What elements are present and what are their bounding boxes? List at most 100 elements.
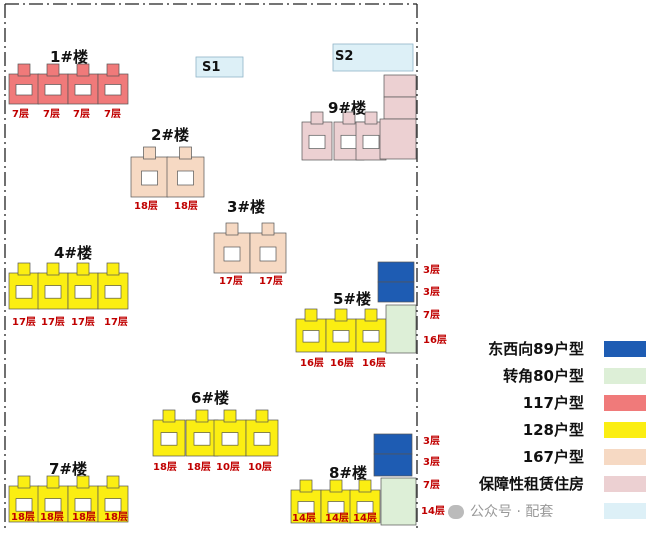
stair-core [223, 409, 237, 423]
floor-label: 3层 [423, 287, 440, 298]
stair-core [342, 111, 356, 125]
legend-swatch [604, 476, 646, 492]
stair-core [76, 63, 90, 77]
unit-notch [44, 285, 62, 299]
wechat-icon [448, 505, 464, 519]
floor-label: 18层 [11, 512, 35, 523]
floor-label: 16层 [330, 358, 354, 369]
unit-notch [15, 285, 33, 299]
plaza-s1 [195, 56, 244, 78]
rental-unit [379, 118, 417, 160]
unit-notch [259, 246, 277, 262]
floor-label: 3层 [423, 265, 440, 276]
stair-core [76, 262, 90, 276]
floor-label: 14层 [325, 513, 349, 524]
legend-swatch [604, 341, 646, 357]
floor-label: 7层 [423, 310, 440, 321]
plaza-s2-label: S2 [335, 49, 354, 64]
stair-core [106, 475, 120, 489]
legend-swatch [604, 368, 646, 384]
apartment-unit [295, 318, 327, 353]
stair-core [304, 308, 318, 322]
floor-label: 18层 [104, 512, 128, 523]
unit-notch [44, 498, 62, 512]
unit-notch [141, 170, 158, 186]
floor-label: 18层 [40, 512, 64, 523]
floor-label: 17层 [71, 317, 95, 328]
building-5-label: 5#楼 [333, 290, 372, 308]
stair-core [46, 262, 60, 276]
site-boundary [4, 3, 418, 530]
stair-core [329, 479, 343, 493]
legend-label: 保障性租赁住房 [478, 475, 584, 493]
floor-label: 18层 [174, 201, 198, 212]
floor-label: 14层 [353, 513, 377, 524]
unit-notch [15, 498, 33, 512]
stair-core [364, 111, 378, 125]
floor-label: 7层 [104, 109, 121, 120]
building-8-label: 8#楼 [329, 464, 368, 482]
unit-notch [160, 432, 178, 446]
building-1-label: 1#楼 [50, 48, 89, 66]
unit-notch [104, 498, 122, 512]
stair-core [76, 475, 90, 489]
floor-label: 16层 [423, 335, 447, 346]
building-4-label: 4#楼 [54, 244, 93, 262]
floor-label: 18层 [72, 512, 96, 523]
stair-core [162, 409, 176, 423]
stair-core [358, 479, 372, 493]
unit-notch [15, 84, 33, 96]
stair-core [143, 146, 156, 160]
unit-notch [74, 285, 92, 299]
floor-label: 17层 [104, 317, 128, 328]
legend-swatch [604, 422, 646, 438]
unit-notch [302, 330, 320, 343]
watermark: 公众号 · 配套 [448, 505, 553, 519]
building-6-label: 6#楼 [191, 389, 230, 407]
stair-core [299, 479, 313, 493]
building-2-label: 2#楼 [151, 126, 190, 144]
legend-swatch [604, 395, 646, 411]
corner-unit [385, 304, 417, 354]
floor-label: 18层 [153, 462, 177, 473]
floor-label: 14层 [421, 506, 445, 517]
unit-notch [104, 84, 122, 96]
unit-notch [74, 84, 92, 96]
stair-core [106, 262, 120, 276]
stair-core [255, 409, 269, 423]
east-west-unit [377, 261, 415, 283]
stair-core [179, 146, 192, 160]
legend-label: 东西向89户型 [488, 340, 584, 358]
east-west-unit [373, 453, 413, 477]
legend-swatch [604, 449, 646, 465]
stair-core [17, 475, 31, 489]
rental-unit [383, 96, 417, 120]
unit-notch [308, 134, 326, 149]
floor-label: 17层 [12, 317, 36, 328]
stair-core [225, 222, 239, 236]
legend-label: 128户型 [522, 421, 584, 439]
unit-notch [362, 330, 380, 343]
floor-label: 3层 [423, 436, 440, 447]
corner-unit [380, 477, 417, 526]
rental-unit [383, 74, 417, 98]
floor-label: 16层 [362, 358, 386, 369]
floor-label: 7层 [73, 109, 90, 120]
stair-core [46, 63, 60, 77]
unit-notch [104, 285, 122, 299]
floor-label: 14层 [292, 513, 316, 524]
floor-label: 17层 [259, 276, 283, 287]
building-7-label: 7#楼 [49, 460, 88, 478]
legend-swatch-plaza [604, 503, 646, 519]
unit-notch [362, 134, 380, 149]
floor-label: 3层 [423, 457, 440, 468]
building-3-label: 3#楼 [227, 198, 266, 216]
floor-label: 18层 [134, 201, 158, 212]
stair-core [364, 308, 378, 322]
floor-label: 7层 [12, 109, 29, 120]
legend-label: 117户型 [522, 394, 584, 412]
floor-label: 17层 [41, 317, 65, 328]
plaza-s2 [332, 43, 414, 72]
unit-notch [327, 501, 345, 514]
